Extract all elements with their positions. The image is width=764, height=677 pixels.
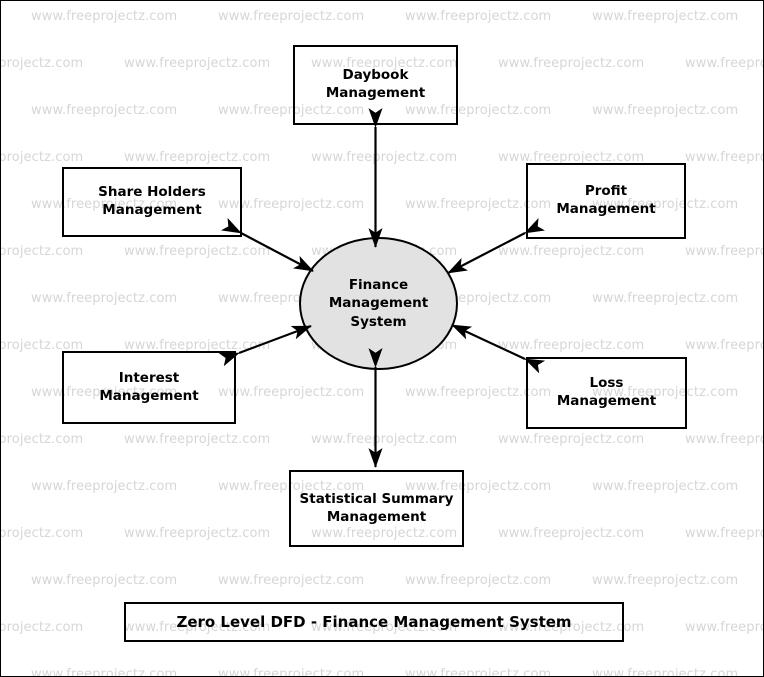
entity-share-holders-management-label: Share Holders Management [98,184,206,218]
entity-daybook-management-label: Daybook Management [325,67,426,101]
diagram-title-box: Zero Level DFD - Finance Management Syst… [124,602,624,642]
process-finance-management-system[interactable]: Finance Management System [299,237,458,370]
entity-loss-management[interactable]: Loss Management [526,357,687,429]
process-finance-management-system-label: Finance Management System [328,277,429,330]
entity-loss-management-label: Loss Management [556,375,657,409]
entity-share-holders-management[interactable]: Share Holders Management [62,167,242,237]
entity-interest-management-label: Interest Management [99,369,199,404]
entity-daybook-management[interactable]: Daybook Management [293,45,458,125]
entity-statistical-summary-management[interactable]: Statistical Summary Management [289,470,464,547]
diagram-title-label: Zero Level DFD - Finance Management Syst… [176,613,572,631]
entity-profit-management-label: Profit Management [556,183,656,217]
entity-profit-management[interactable]: Profit Management [526,163,686,239]
entity-interest-management[interactable]: Interest Management [62,351,236,424]
entity-statistical-summary-management-label: Statistical Summary Management [299,490,454,525]
